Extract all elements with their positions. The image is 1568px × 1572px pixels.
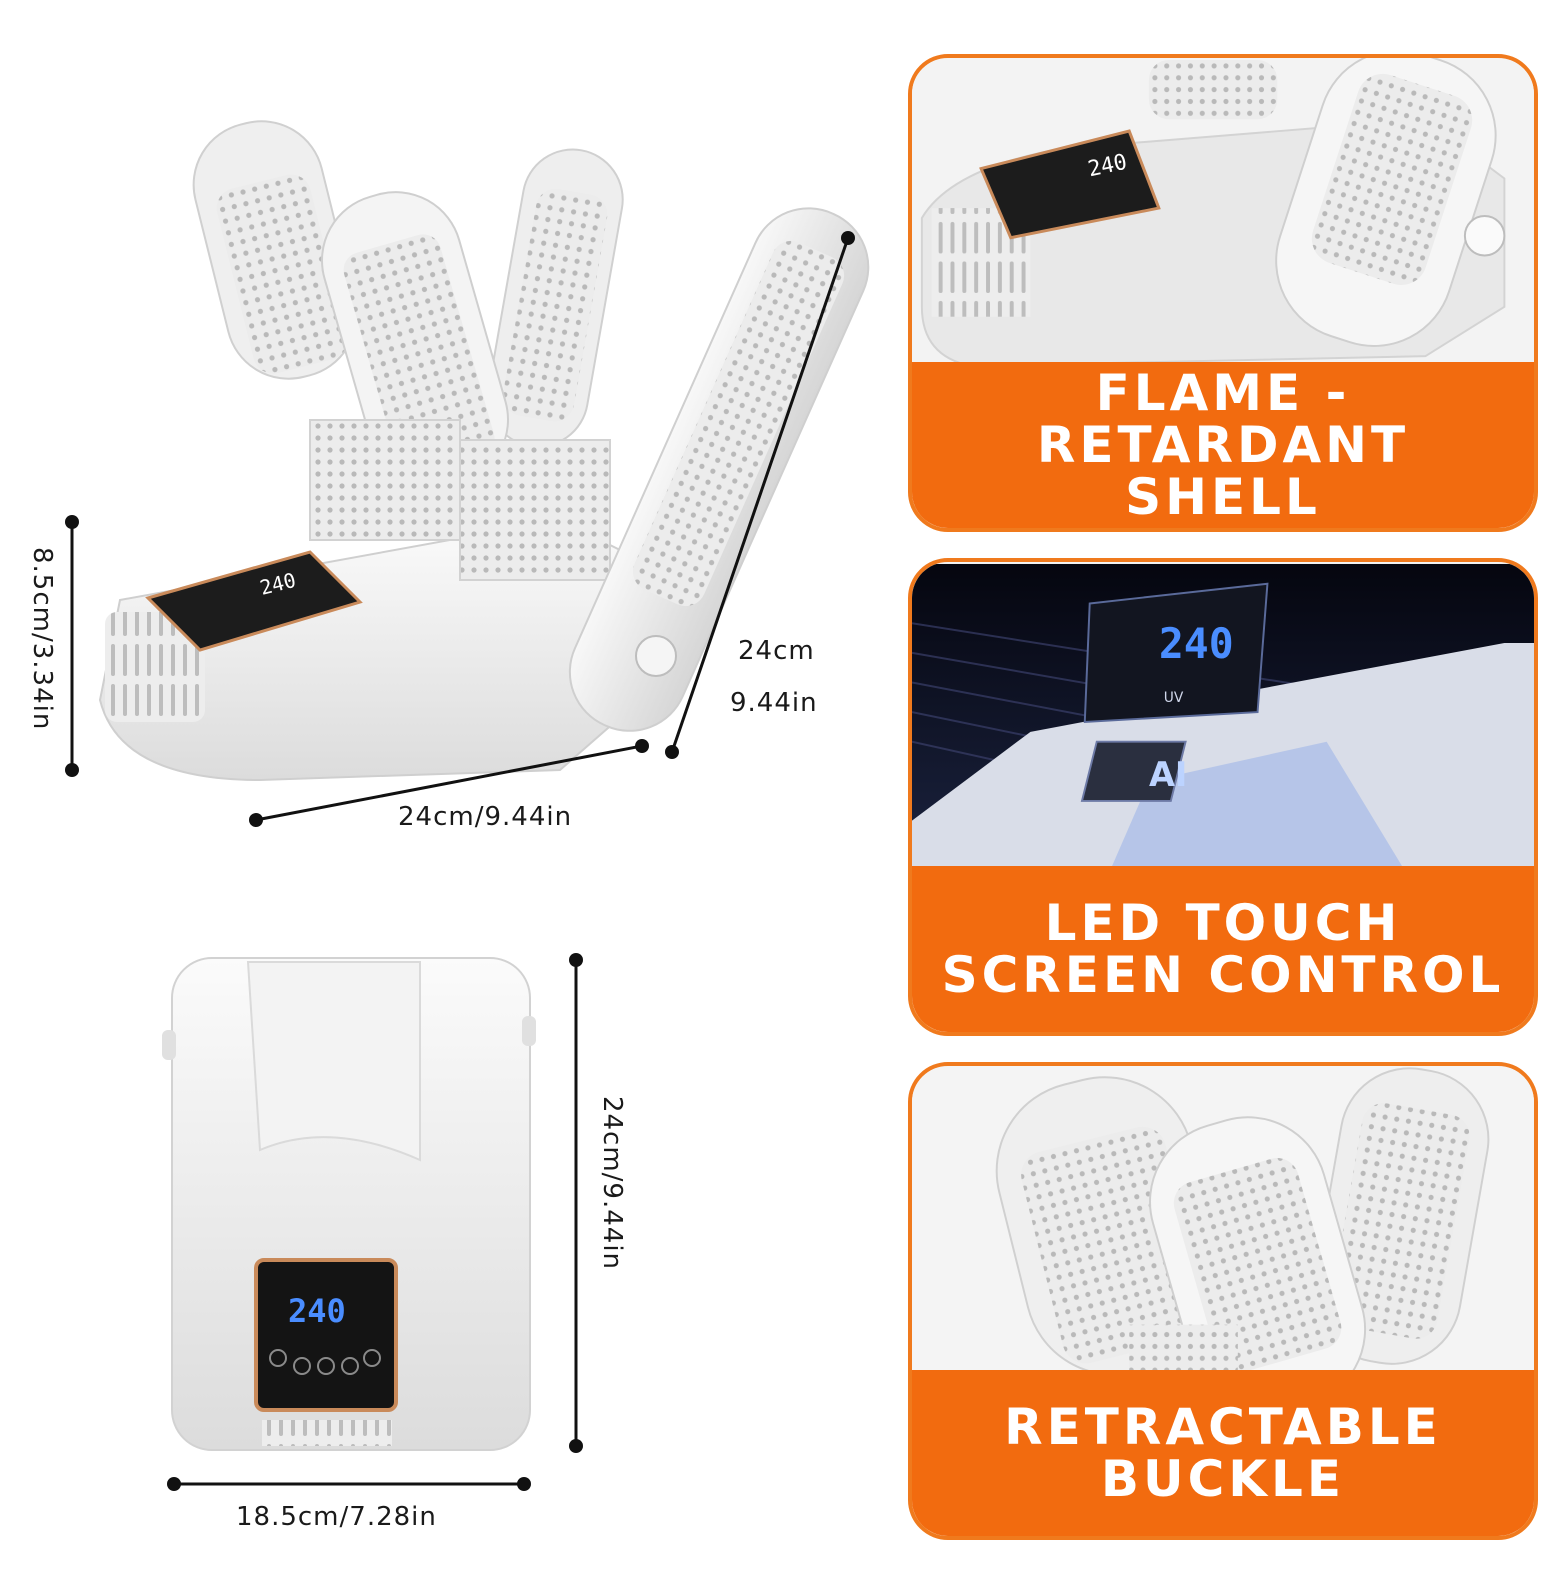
feature-title-2-line2: SCREEN CONTROL xyxy=(941,946,1505,1004)
feature-title-1-line2: SHELL xyxy=(1125,468,1321,526)
feature-title-3-line1: RETRACTABLE xyxy=(1004,1398,1442,1456)
base-display-panel: 240 xyxy=(145,550,363,652)
dryer-arm-back-right xyxy=(486,148,624,448)
feature-title-2-line1: LED TOUCH xyxy=(1044,894,1402,952)
feature-image-led-screen: 240 UV AI xyxy=(912,563,1534,874)
dimension-line-base xyxy=(249,739,649,827)
product-illustration: 240 240 xyxy=(27,120,870,1532)
feature-band-3: RETRACTABLE BUCKLE xyxy=(912,1370,1534,1536)
feature-title-3-line2: BUCKLE xyxy=(1100,1450,1346,1508)
feature-card-retractable-buckle: RETRACTABLE BUCKLE xyxy=(908,1062,1538,1540)
dimension-line-arm xyxy=(665,231,855,759)
label-arm-length-cm: 24cm xyxy=(738,636,815,666)
dimension-line-folded-width xyxy=(167,1477,531,1491)
feature-title-1-line1: FLAME - RETARDANT xyxy=(1036,364,1410,474)
feature-card-flame-retardant: 240 FLAME - RETARDANT SHELL xyxy=(908,54,1538,532)
feature-band-2: LED TOUCH SCREEN CONTROL xyxy=(912,866,1534,1032)
folded-display-temperature: 240 xyxy=(288,1292,346,1330)
dimension-line-folded-height xyxy=(569,953,583,1453)
feature-card-led-touch: 240 UV AI LED TOUCH SCREEN CONTROL xyxy=(908,558,1538,1036)
dryer-arm-left-back xyxy=(192,120,358,380)
led-display-temperature: 240 xyxy=(1159,620,1234,668)
folded-display-panel: 240 xyxy=(254,1258,398,1412)
label-arm-length-in: 9.44in xyxy=(730,688,818,718)
dryer-folded: 240 xyxy=(162,957,536,1451)
label-folded-height: 24cm/9.44in xyxy=(597,1095,627,1271)
product-drawing: 240 240 xyxy=(65,120,870,1491)
feature-image-shell: 240 xyxy=(912,58,1534,369)
led-uv-button: UV xyxy=(1164,690,1184,706)
dimension-line-height xyxy=(65,515,79,777)
feature-band-1: FLAME - RETARDANT SHELL xyxy=(912,362,1534,528)
ai-chip-label: AI xyxy=(1149,755,1187,794)
dryer-arm-front-left xyxy=(321,191,509,489)
label-folded-width: 18.5cm/7.28in xyxy=(236,1502,437,1532)
label-base-length: 24cm/9.44in xyxy=(398,802,573,832)
dryer-base: 240 xyxy=(98,419,641,782)
feature-image-buckle xyxy=(912,1067,1534,1378)
dryer-arm-front-long xyxy=(568,207,870,732)
label-height-open: 8.5cm/3.34in xyxy=(27,547,57,731)
